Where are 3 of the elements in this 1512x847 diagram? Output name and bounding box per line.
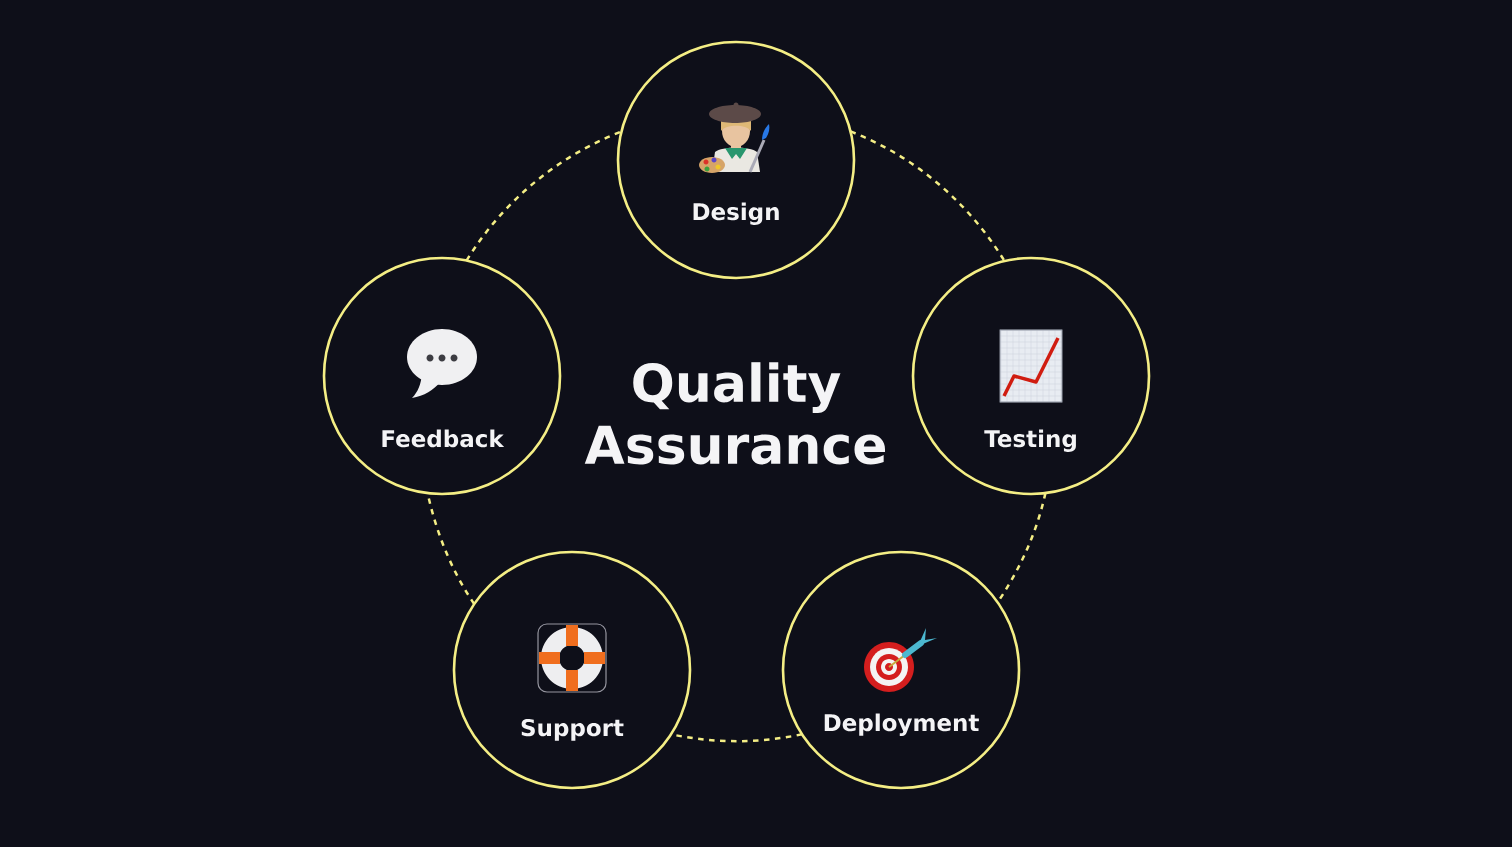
dashed-connector: [850, 130, 1006, 262]
title: Quality Assurance: [584, 362, 885, 465]
dashed-connector: [465, 130, 622, 262]
